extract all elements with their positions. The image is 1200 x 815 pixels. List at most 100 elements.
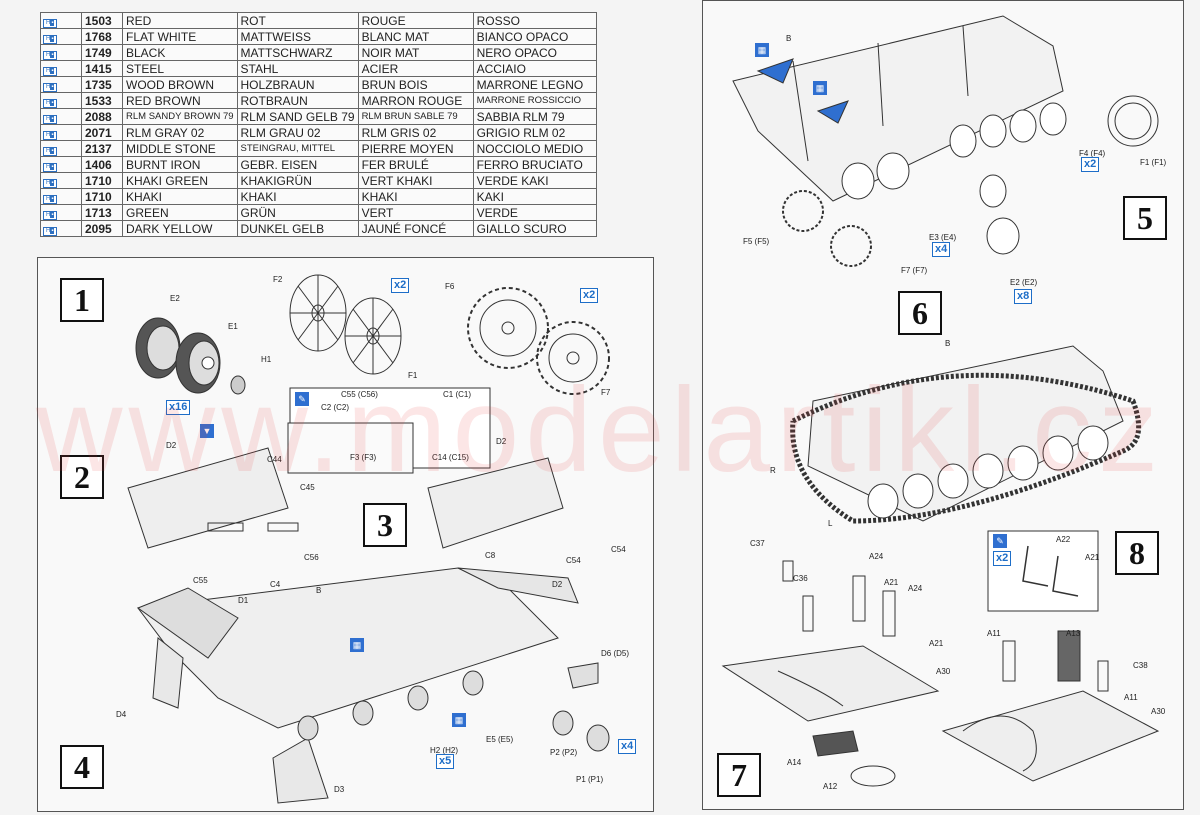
color-fr-cell: MARRON ROUGE (357, 92, 474, 109)
color-en-cell: STEEL (122, 60, 238, 77)
color-de-cell: ROT (236, 12, 359, 29)
color-it-cell: NERO OPACO (472, 44, 597, 61)
color-it-cell: NOCCIOLO MEDIO (472, 140, 597, 157)
part-label: L (828, 519, 833, 528)
color-code-cell: 1533 (81, 92, 123, 109)
part-label: E2 (170, 294, 180, 303)
part-label: A30 (936, 667, 951, 676)
step-number-8: 8 (1115, 531, 1159, 575)
part-label: C55 (C56) (341, 390, 378, 399)
color-fr-cell: PIERRE MOYEN (357, 140, 474, 157)
part-label: B (945, 339, 951, 348)
instruction-panel-right: 5 6 7 8 B F4 (F4) F1 (F1) F5 (F5) E3 (E4… (702, 0, 1184, 810)
paint-chip-icon: H▪ (40, 108, 82, 125)
part-label: E5 (E5) (486, 735, 514, 744)
color-de-cell: MATTSCHWARZ (236, 44, 359, 61)
part-label: A21 (929, 639, 944, 648)
step-number-1: 1 (60, 278, 104, 322)
part-label: E3 (E4) (929, 233, 957, 242)
color-code-cell: 2071 (81, 124, 123, 141)
part-label: A13 (1066, 629, 1081, 638)
color-code-cell: 2137 (81, 140, 123, 157)
paint-chip-icon: H▪ (40, 172, 82, 189)
paint-chip-icon: H▪ (40, 28, 82, 45)
part-label: F6 (445, 282, 455, 291)
color-code-cell: 2088 (81, 108, 123, 125)
quantity-badge: x4 (618, 739, 637, 754)
color-it-cell: GIALLO SCURO (472, 220, 597, 237)
part-label: F1 (F1) (1140, 158, 1167, 167)
part-label: D2 (166, 441, 177, 450)
part-label: A21 (1085, 553, 1100, 562)
part-label: A21 (884, 578, 899, 587)
color-de-cell: STAHL (236, 60, 359, 77)
part-label: F7 (601, 388, 611, 397)
color-code-cell: 1713 (81, 204, 123, 221)
part-label: C54 (566, 556, 581, 565)
paint-chip-icon: H▪ (40, 140, 82, 157)
step-number-7: 7 (717, 753, 761, 797)
color-de-cell: ROTBRAUN (236, 92, 359, 109)
part-label: C38 (1133, 661, 1148, 670)
part-label: C45 (300, 483, 315, 492)
part-label: C56 (304, 553, 319, 562)
color-en-cell: BLACK (122, 44, 238, 61)
paint-chip-icon: H▪ (40, 92, 82, 109)
part-label: B (786, 34, 792, 43)
part-label: P1 (P1) (576, 775, 604, 784)
color-code-cell: 1710 (81, 172, 123, 189)
color-en-cell: DARK YELLOW (122, 220, 238, 237)
part-label: A11 (1124, 693, 1138, 702)
part-label: A24 (869, 552, 884, 561)
part-label: C14 (C15) (432, 453, 469, 462)
paint-chip-icon: H▪ (40, 204, 82, 221)
part-label: P2 (P2) (550, 748, 578, 757)
color-en-cell: RLM GRAY 02 (122, 124, 238, 141)
paint-chip-icon: H▪ (40, 76, 82, 93)
part-label: C55 (193, 576, 208, 585)
part-label: C2 (C2) (321, 403, 350, 412)
color-de-cell: KHAKIGRÜN (236, 172, 359, 189)
part-label: C44 (267, 455, 282, 464)
part-label: F7 (F7) (901, 266, 928, 275)
paint-chip-icon: H▪ (40, 156, 82, 173)
part-label: C37 (750, 539, 765, 548)
color-it-cell: VERDE KAKI (472, 172, 597, 189)
glue-icon: ▼ (200, 424, 214, 438)
quantity-badge: x8 (1014, 289, 1033, 304)
part-label: E1 (228, 322, 238, 331)
color-en-cell: RED BROWN (122, 92, 238, 109)
color-de-cell: GEBR. EISEN (236, 156, 359, 173)
part-label: F4 (F4) (1079, 149, 1106, 158)
color-en-cell: GREEN (122, 204, 238, 221)
quantity-badge: x2 (580, 288, 599, 303)
paint-chip-icon: H▪ (40, 12, 82, 29)
part-label: C54 (611, 545, 626, 554)
step-number-4: 4 (60, 745, 104, 789)
color-code-cell: 1415 (81, 60, 123, 77)
color-fr-cell: BRUN BOIS (357, 76, 474, 93)
color-de-cell: GRÜN (236, 204, 359, 221)
color-it-cell: KAKI (472, 188, 597, 205)
assembly-drawing-right (721, 15, 1160, 787)
color-de-cell: DUNKEL GELB (236, 220, 359, 237)
color-de-cell: MATTWEISS (236, 28, 359, 45)
color-it-cell: BIANCO OPACO (472, 28, 597, 45)
part-label: F1 (408, 371, 418, 380)
quantity-badge: x2 (391, 278, 410, 293)
paint-chip-icon: H▪ (40, 44, 82, 61)
color-fr-cell: ROUGE (357, 12, 474, 29)
instruction-panel-left: 1 2 3 4 E2 E1 H1 F2 F1 F6 F7 C55 (C56) C… (37, 257, 654, 812)
color-fr-cell: RLM BRUN SABLE 79 (357, 108, 474, 125)
color-it-cell: SABBIA RLM 79 (472, 108, 597, 125)
part-label: A24 (908, 584, 923, 593)
